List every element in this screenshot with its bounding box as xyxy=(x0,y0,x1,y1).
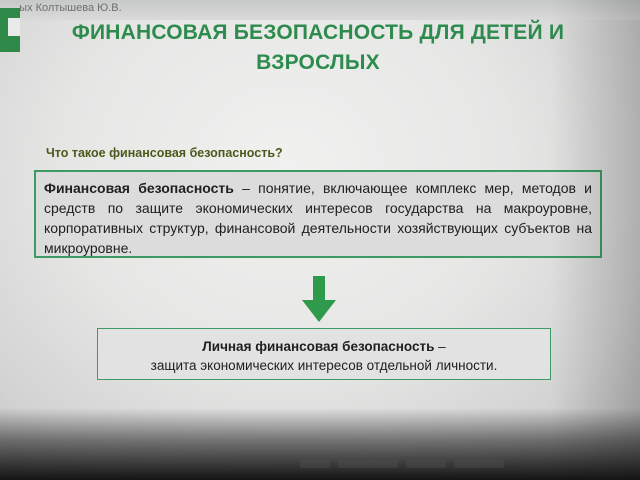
personal-dash: – xyxy=(434,339,446,354)
down-arrow-icon xyxy=(302,276,336,322)
definition-text: – понятие, включающее комплекс мер, мето… xyxy=(44,180,592,256)
top-bar: ...ых Колтышева Ю.В. xyxy=(0,0,640,20)
personal-term: Личная финансовая безопасность xyxy=(202,339,435,354)
slide-title: ФИНАНСОВАЯ БЕЗОПАСНОСТЬ ДЛЯ ДЕТЕЙ И ВЗРО… xyxy=(28,18,608,78)
personal-term-line: Личная финансовая безопасность – xyxy=(98,337,550,356)
title-line-2: ВЗРОСЛЫХ xyxy=(256,51,380,74)
definition-box: Финансовая безопасность – понятие, включ… xyxy=(34,170,602,258)
presenter-name: ...ых Колтышева Ю.В. xyxy=(10,2,122,14)
title-line-1: ФИНАНСОВАЯ БЕЗОПАСНОСТЬ ДЛЯ ДЕТЕЙ И xyxy=(71,21,565,44)
corner-logo-icon xyxy=(0,8,20,52)
personal-security-box: Личная финансовая безопасность – защита … xyxy=(97,328,551,380)
personal-text: защита экономических интересов отдельной… xyxy=(150,358,498,373)
monitor-bezel xyxy=(0,408,640,480)
definition-term: Финансовая безопасность xyxy=(44,180,234,196)
taskbar xyxy=(300,460,530,474)
question-heading: Что такое финансовая безопасность? xyxy=(46,146,283,160)
screen-shadow xyxy=(550,0,640,480)
